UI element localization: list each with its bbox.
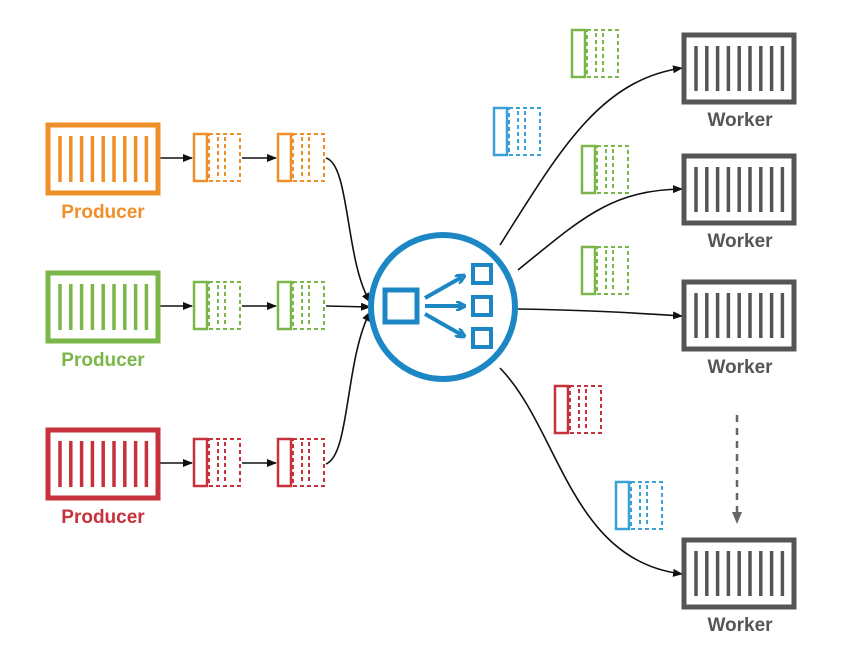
dispatched-message-tail (596, 246, 629, 295)
dispatched-message-tail (586, 29, 619, 78)
outbound-curve (499, 65, 683, 246)
worker-label: Worker (707, 110, 773, 131)
target-box (471, 295, 493, 317)
producer-label: Producer (61, 202, 145, 223)
producer-container (45, 427, 161, 501)
dispatched-message-tail (508, 107, 541, 156)
worker-container (681, 153, 797, 226)
queued-message-head (192, 280, 209, 331)
queued-message-head (276, 437, 293, 488)
producer-container-frame (45, 270, 161, 344)
worker-label: Worker (707, 231, 773, 252)
worker-container-frame (681, 537, 797, 610)
dispatched-message (614, 480, 663, 531)
queued-message-tail (292, 133, 325, 182)
queued-message-tail (208, 281, 241, 330)
dispatched-message (553, 384, 602, 435)
queued-message (192, 437, 241, 488)
producer-container (45, 122, 161, 196)
dispatched-message (570, 28, 619, 79)
queued-message (192, 280, 241, 331)
inbound-curve (325, 302, 371, 311)
worker-label: Worker (707, 357, 773, 378)
fanout-arrow (424, 277, 462, 300)
producer-container-frame (45, 122, 161, 196)
queued-message-head (276, 280, 293, 331)
source-box (382, 287, 420, 325)
dispatched-message-tail (596, 145, 629, 194)
producer-container (45, 270, 161, 344)
queued-message-head (276, 132, 293, 183)
worker-container (681, 537, 797, 610)
producer-label: Producer (61, 350, 145, 371)
fanout-arrow (424, 312, 462, 335)
queued-message-tail (208, 133, 241, 182)
worker-container (681, 279, 797, 352)
queued-message-tail (292, 281, 325, 330)
load-balancer-hub (368, 232, 518, 382)
dispatched-message-head (570, 28, 587, 79)
outbound-curve (499, 367, 683, 577)
outbound-curve (517, 185, 683, 271)
queued-message (276, 280, 325, 331)
dispatched-message (580, 144, 629, 195)
queued-message-tail (208, 438, 241, 487)
target-box (471, 327, 493, 349)
outbound-curve (517, 308, 683, 320)
worker-label: Worker (707, 615, 773, 636)
dispatched-message (580, 245, 629, 296)
worker-container-frame (681, 279, 797, 352)
queued-message-tail (292, 438, 325, 487)
dispatched-message-tail (630, 481, 663, 530)
queued-message (192, 132, 241, 183)
worker-container-frame (681, 153, 797, 226)
queued-message-head (192, 132, 209, 183)
dispatched-message (492, 106, 541, 157)
dispatched-message-tail (569, 385, 602, 434)
worker-container-frame (681, 32, 797, 105)
worker-container (681, 32, 797, 105)
load-balancer-icon (382, 263, 493, 349)
dispatched-message-head (492, 106, 509, 157)
dispatched-message-head (553, 384, 570, 435)
queued-message (276, 437, 325, 488)
dispatched-message-head (580, 144, 597, 195)
producer-container-frame (45, 427, 161, 501)
dispatched-message-head (580, 245, 597, 296)
inbound-curve (325, 157, 371, 303)
target-box (471, 263, 493, 285)
dispatched-message-head (614, 480, 631, 531)
inbound-curve (325, 311, 371, 465)
producer-label: Producer (61, 507, 145, 528)
queued-message-head (192, 437, 209, 488)
queued-message (276, 132, 325, 183)
